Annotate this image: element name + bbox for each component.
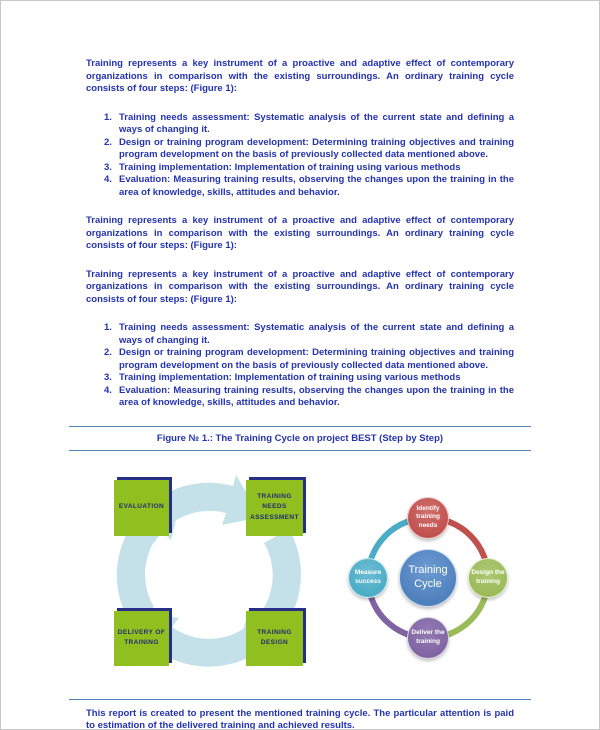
step-number: 3. [104, 372, 112, 383]
intro-paragraph-3: Training represents a key instrument of … [86, 268, 514, 305]
step-text: Training needs assessment: Systematic an… [119, 322, 514, 346]
cycle-box-delivery-of-training: DELIVERY OF TRAINING [114, 610, 169, 666]
step-item: 4. Evaluation: Measuring training result… [104, 174, 514, 199]
circle-deliver-the-training: Deliver the training [407, 616, 449, 659]
step-text: Training implementation: Implementation … [119, 372, 461, 383]
step-number: 1. [104, 111, 112, 123]
step-number: 2. [104, 136, 112, 148]
step-item: 1. Training needs assessment: Systematic… [104, 112, 514, 137]
divider-line-mid [69, 449, 531, 451]
intro-paragraph-2: Training represents a key instrument of … [86, 215, 514, 251]
cycle-box-evaluation: EVALUATION [114, 479, 169, 536]
step-item: 2. Design or training program developmen… [104, 347, 514, 372]
training-steps-list-2: 1. Training needs assessment: Systematic… [86, 322, 514, 410]
circle-training-cycle: Training Cycle [399, 548, 457, 607]
training-cycle-ring-diagram: Training Cycle Identify training needs D… [341, 489, 511, 669]
circle-design-the-training: Design the training [468, 557, 508, 598]
training-cycle-figure: EVALUATION TRAINING NEEDS ASSESSMENT DEL… [1, 453, 599, 699]
figure-caption: Figure № 1.: The Training Cycle on proje… [156, 432, 444, 444]
cycle-box-training-needs-assessment: TRAINING NEEDS ASSESSMENT [246, 479, 303, 536]
step-item: 1. Training needs assessment: Systematic… [104, 322, 514, 347]
step-text: Evaluation: Measuring training results, … [119, 174, 514, 198]
divider-line-bottom [69, 698, 531, 700]
step-number: 3. [104, 161, 112, 173]
step-item: 2. Design or training program developmen… [104, 137, 514, 162]
step-number: 1. [104, 322, 112, 333]
training-steps-list-1: 1. Training needs assessment: Systematic… [86, 112, 514, 200]
step-text: Design or training program development: … [119, 347, 514, 371]
step-text: Evaluation: Measuring training results, … [119, 384, 514, 409]
cycle-box-training-design: TRAINING DESIGN [246, 610, 303, 666]
step-text: Design or training program development: … [119, 136, 514, 161]
circle-measure-success: Measure success [348, 557, 388, 598]
step-item: 3. Training implementation: Implementati… [104, 162, 514, 175]
step-text: Training needs assessment: Systematic an… [119, 111, 514, 136]
step-item: 4. Evaluation: Measuring training result… [104, 385, 514, 410]
circle-identify-training-needs: Identify training needs [407, 496, 449, 539]
step-item: 3. Training implementation: Implementati… [104, 372, 514, 385]
intro-paragraph-1: Training represents a key instrument of … [86, 58, 514, 94]
step-number: 4. [104, 174, 112, 185]
step-number: 2. [104, 347, 112, 358]
step-text: Training implementation: Implementation … [119, 161, 461, 173]
divider-line-top [69, 425, 531, 427]
step-number: 4. [104, 384, 112, 396]
step-cycle-diagram: EVALUATION TRAINING NEEDS ASSESSMENT DEL… [79, 455, 331, 699]
closing-paragraph: This report is created to present the me… [86, 707, 514, 730]
